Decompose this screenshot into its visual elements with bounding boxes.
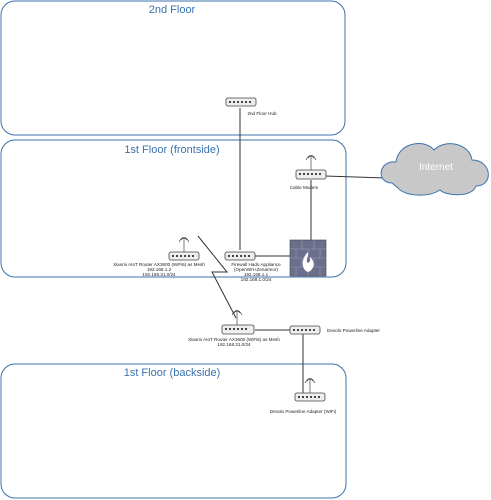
internet-cloud: Internet — [380, 143, 489, 196]
internet-label: Internet — [419, 162, 453, 173]
router-mid-label-1: Xiaomi AIoT Router AX3600 (WiFi6) as Mes… — [188, 337, 280, 342]
wifi-icon — [178, 237, 190, 252]
firewall-icon — [289, 239, 327, 277]
powerline-back-label: Devolo Powerline Adapter (WiFi) — [270, 409, 337, 414]
wifi-icon — [304, 378, 316, 393]
powerline-mid-label: Devolo Powerline Adapter — [327, 328, 380, 333]
zone-1st-floor-back: 1st Floor (backside) — [0, 363, 347, 499]
router-front-label-3: 192.168.31.0/24 — [142, 272, 176, 277]
firewalla-label-4: 192.168.1.0/24 — [241, 277, 272, 282]
cloud-shape — [380, 143, 489, 196]
zone-title-1st-floor-front: 1st Floor (frontside) — [124, 144, 219, 156]
powerline-back: Devolo Powerline Adapter (WiFi) — [270, 378, 337, 414]
firewalla-label-3: 192.168.1.1 — [244, 272, 269, 277]
router-front: Xiaomi AIoT Router AX3600 (WiFi6) as Mes… — [113, 237, 205, 277]
router-front-label-1: Xiaomi AIoT Router AX3600 (WiFi6) as Mes… — [113, 262, 205, 267]
cable-modem-label: Cable Modem — [290, 185, 319, 190]
connections — [239, 108, 386, 393]
firewalla-label-1: Firewall Hado Appliance — [231, 262, 281, 267]
zone-1st-floor-front: 1st Floor (frontside) — [0, 139, 347, 278]
router-front-label-2: 192.168.1.2 — [147, 267, 172, 272]
flame-icon — [302, 252, 314, 272]
cable-modem: Cable Modem — [290, 155, 327, 190]
firewalla-appliance: Firewall Hado Appliance (OpenWrt+Zenarmo… — [224, 251, 281, 282]
firewalla-label-2: (OpenWrt+Zenarmor) — [234, 267, 278, 272]
link-modem-internet — [324, 175, 386, 179]
hub-2nd-floor: 2nd Floor Hub — [225, 97, 277, 116]
zone-title-1st-floor-back: 1st Floor (backside) — [124, 367, 221, 379]
wifi-icon — [231, 310, 243, 325]
powerline-mid: Devolo Powerline Adapter — [289, 325, 380, 335]
zone-2nd-floor: 2nd Floor — [0, 0, 346, 136]
wifi-icon — [305, 155, 317, 170]
hub-2nd-floor-label: 2nd Floor Hub — [247, 111, 277, 116]
zone-title-2nd-floor: 2nd Floor — [149, 4, 196, 16]
router-mid: Xiaomi AIoT Router AX3600 (WiFi6) as Mes… — [188, 310, 280, 347]
wireless-link-bolt — [197, 235, 237, 319]
router-mid-label-2: 192.168.31.0/24 — [217, 342, 251, 347]
